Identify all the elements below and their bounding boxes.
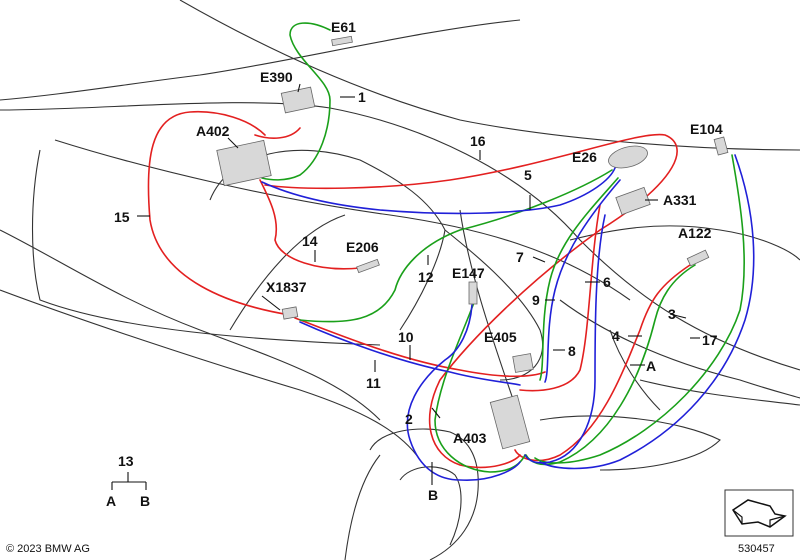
e206-part: [356, 258, 380, 274]
label-wire-6: 6: [603, 274, 611, 290]
label-wire-7: 7: [516, 249, 524, 265]
label-e147: E147: [452, 265, 485, 281]
label-a331: A331: [663, 192, 697, 208]
blue-wires: [261, 154, 755, 481]
label-wire-1: 1: [358, 89, 366, 105]
label-wire-11: 11: [366, 375, 381, 391]
label-a403: A403: [453, 430, 487, 446]
label-e206: E206: [346, 239, 379, 255]
legend-group: 13 A B: [106, 453, 150, 509]
a402-part: [216, 139, 272, 187]
label-wire-5: 5: [524, 167, 532, 183]
wire-labels: 1 16 5 15 14 12 7 6 9 3 4 17 10 8 A 11 2…: [114, 89, 718, 503]
e405-part: [512, 353, 534, 373]
label-wire-2: 2: [405, 411, 413, 427]
diagram-number: 530457: [738, 543, 775, 555]
view-orientation-box: [724, 489, 794, 537]
label-wire-12: 12: [418, 269, 434, 285]
label-e104: E104: [690, 121, 723, 137]
leader-lines: [137, 83, 700, 485]
e147-part: [468, 281, 478, 305]
label-wire-a: A: [646, 358, 656, 374]
e61-part: [331, 35, 353, 47]
e390-part: [280, 86, 316, 114]
label-wire-10: 10: [398, 329, 414, 345]
label-wire-15: 15: [114, 209, 130, 225]
label-wire-16: 16: [470, 133, 486, 149]
label-e61: E61: [331, 19, 356, 35]
e26-part: [608, 145, 648, 169]
legend-right-label: B: [140, 493, 150, 509]
label-e390: E390: [260, 69, 293, 85]
label-e26: E26: [572, 149, 597, 165]
a331-part: [615, 186, 651, 216]
legend-group-number: 13: [118, 453, 134, 469]
a403-part: [489, 394, 531, 450]
label-wire-3: 3: [668, 306, 676, 322]
label-wire-14: 14: [302, 233, 318, 249]
label-x1837: X1837: [266, 279, 307, 295]
label-e405: E405: [484, 329, 517, 345]
components: [216, 35, 729, 450]
x1837-part: [281, 306, 299, 320]
label-wire-b: B: [428, 487, 438, 503]
label-wire-17: 17: [702, 332, 718, 348]
label-a122: A122: [678, 225, 712, 241]
legend-left-label: A: [106, 493, 116, 509]
component-labels: E61 E390 A402 E26 E104 A331 A122 E206 X1…: [196, 19, 723, 446]
label-wire-9: 9: [532, 292, 540, 308]
a122-part: [686, 249, 710, 267]
label-a402: A402: [196, 123, 230, 139]
e104-part: [713, 136, 729, 156]
label-wire-4: 4: [612, 328, 620, 344]
copyright-text: © 2023 BMW AG: [6, 543, 90, 555]
label-wire-8: 8: [568, 343, 576, 359]
